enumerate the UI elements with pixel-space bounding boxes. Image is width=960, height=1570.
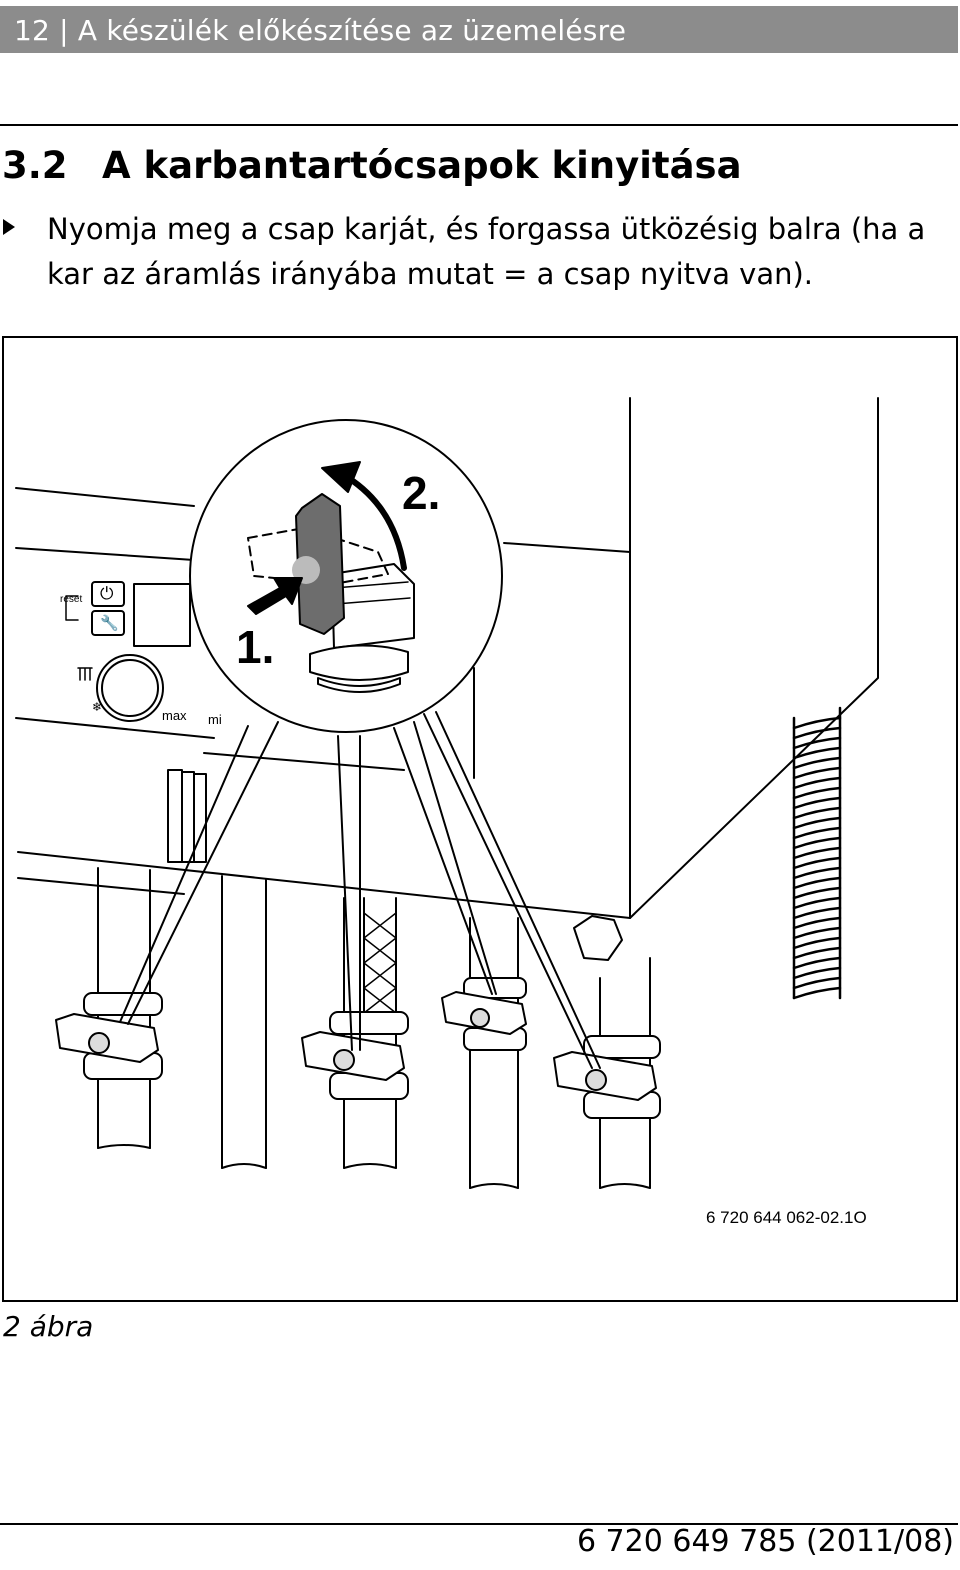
page-header-bar: 12 | A készülék előkészítése az üzemelés…: [0, 6, 958, 53]
section-title: A karbantartócsapok kinyitása: [102, 144, 742, 187]
instruction-text: Nyomja meg a csap karját, és forgassa üt…: [47, 212, 926, 291]
pipes-drawing: [97, 867, 651, 1189]
boiler-valves-illustration: [15, 397, 879, 1189]
footer-divider: [0, 1523, 958, 1525]
section-divider: [0, 124, 958, 126]
reset-label: reset: [60, 594, 83, 605]
zoom-valve-drawing: [247, 461, 415, 693]
valve-handles-drawing: [55, 977, 661, 1119]
boiler-body-drawing: [15, 397, 879, 919]
bullet-triangle-icon: [3, 219, 15, 235]
dial-max-label: max: [162, 708, 187, 723]
footer-doc-number: 6 720 649 785 (2011/08): [576, 1524, 954, 1559]
step-2-label: 2.: [402, 467, 441, 519]
page-header-title: 12 | A készülék előkészítése az üzemelés…: [14, 14, 627, 47]
figure-code: 6 720 644 062-02.1O: [706, 1208, 867, 1227]
snowflake-icon: ❄: [92, 700, 103, 714]
leader-lines-drawing: [119, 711, 601, 1069]
step-1-label: 1.: [236, 621, 275, 673]
dial-min-label: mi: [208, 712, 222, 727]
figure-caption: 2 ábra: [3, 1310, 94, 1343]
section-number: 3.2: [2, 144, 68, 187]
wrench-icon: 🔧: [100, 614, 119, 632]
power-icon: ⏻: [100, 584, 114, 604]
corrugated-hose-drawing: [792, 706, 842, 1000]
figure-frame: reset ⏻ 🔧 ❄ max mi 1. 2. 6 720 644 062-0…: [2, 336, 958, 1302]
